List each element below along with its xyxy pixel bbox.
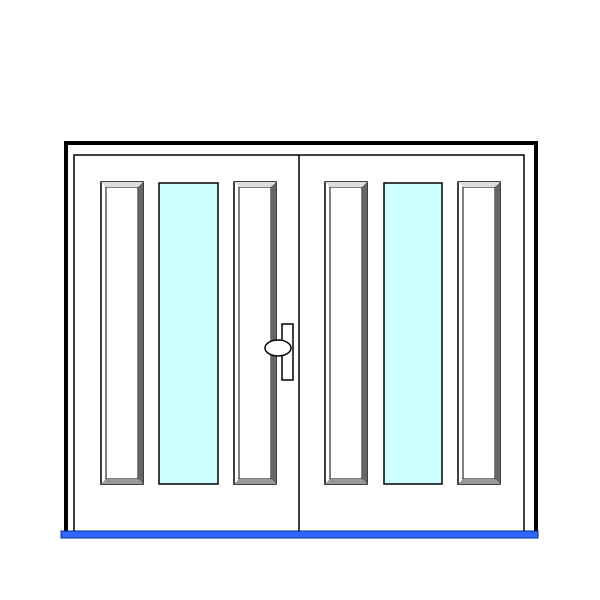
right-leaf-glass-panel xyxy=(383,182,443,485)
left-leaf-inner-panel xyxy=(233,181,277,485)
left-door-leaf[interactable] xyxy=(100,181,277,485)
right-leaf-outer-panel xyxy=(457,181,501,485)
door-handle-icon[interactable] xyxy=(264,323,294,381)
right-leaf-inner-panel xyxy=(324,181,368,485)
left-leaf-glass-panel xyxy=(158,182,219,485)
door-threshold xyxy=(60,530,539,539)
right-door-leaf[interactable] xyxy=(324,181,501,485)
left-leaf-outer-panel xyxy=(100,181,144,485)
